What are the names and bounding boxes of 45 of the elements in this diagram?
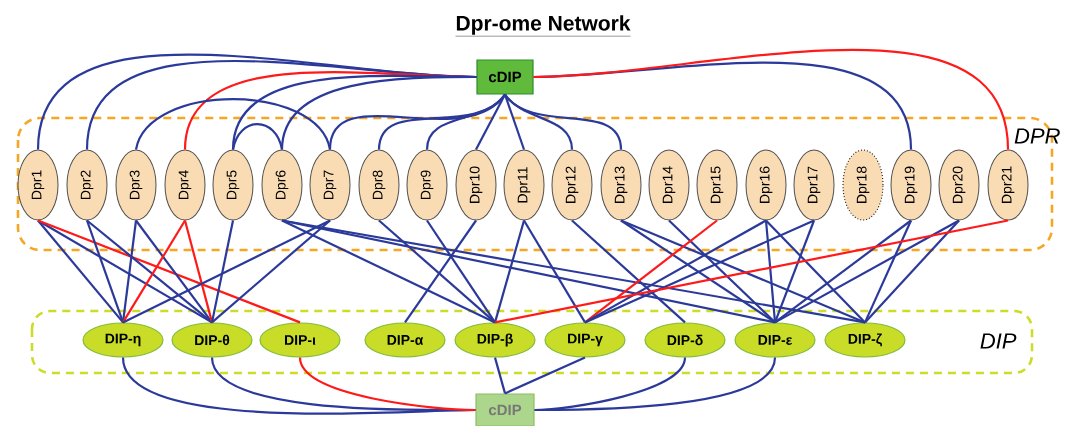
connector (864, 219, 960, 324)
connector (493, 357, 507, 394)
connector (37, 219, 124, 324)
title: Dpr-ome Network (455, 15, 631, 37)
connector (475, 94, 506, 150)
connector (584, 219, 767, 324)
connector (864, 220, 912, 323)
connector (210, 220, 235, 323)
connector (620, 219, 866, 324)
connector (183, 220, 214, 323)
connector (533, 49, 1010, 150)
connector (280, 75, 477, 150)
connector (121, 220, 138, 323)
connector (134, 98, 332, 150)
connector (86, 219, 213, 324)
connector (298, 357, 476, 412)
connector (493, 220, 526, 323)
connector (668, 219, 776, 324)
connector (571, 219, 686, 324)
connector (135, 219, 213, 324)
connector (426, 219, 496, 323)
connector (425, 93, 506, 150)
connector (404, 219, 477, 324)
connector (211, 219, 331, 324)
connector (504, 93, 623, 150)
connector (231, 123, 284, 150)
connector (494, 219, 1009, 324)
cdip-box: cDIP (476, 59, 534, 95)
connector (503, 94, 526, 150)
connector (534, 357, 777, 412)
connector (774, 219, 960, 324)
connector (122, 219, 186, 323)
connector (523, 219, 586, 323)
connector (765, 219, 866, 324)
connector (378, 219, 496, 324)
connector (620, 219, 776, 324)
connector (37, 219, 301, 324)
connector (504, 356, 586, 395)
connector (774, 220, 816, 323)
connector (122, 219, 331, 324)
connector (85, 220, 125, 323)
connector (584, 219, 815, 324)
connector (764, 220, 777, 323)
connector (774, 219, 912, 324)
cdip-box: cDIP (475, 393, 535, 426)
